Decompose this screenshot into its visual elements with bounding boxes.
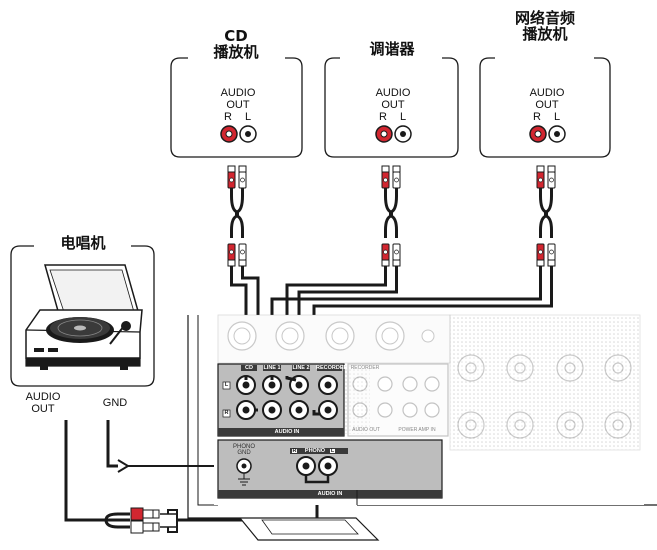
power-amp-section <box>347 363 449 437</box>
turntable-audio-out-label: AUDIO OUT <box>25 391 61 415</box>
phono-r-label: R <box>292 448 297 454</box>
network-player-title: 网络音频 播放机 <box>514 9 575 43</box>
input-cd-label: CD <box>245 364 253 371</box>
network-audio-out-label: AUDIO OUT <box>529 87 565 111</box>
turntable-gnd-label: GND <box>102 397 128 409</box>
cd-l-label: L <box>244 111 252 123</box>
tuner-audio-out-label: AUDIO OUT <box>375 87 411 111</box>
cd-audio-out-label: AUDIO OUT <box>220 87 256 111</box>
tuner-l-label: L <box>399 111 407 123</box>
cd-r-label: R <box>224 111 232 123</box>
network-player-box <box>479 57 611 158</box>
xlr-row <box>217 314 451 364</box>
cd-rca-cable <box>227 165 247 267</box>
tuner-output-jacks <box>375 125 412 143</box>
input-line1-label: LINE 1 <box>263 364 281 371</box>
cd-player-title: CD 播放机 <box>213 27 259 61</box>
turntable-title: 电唱机 <box>60 234 106 252</box>
audio-out-label: AUDIO OUT <box>352 427 380 433</box>
network-r-label: R <box>533 111 541 123</box>
receiver-panel <box>187 314 657 541</box>
phono-gnd-terminal <box>236 458 252 486</box>
network-output-jacks <box>529 125 566 143</box>
network-rca-cable <box>536 165 556 267</box>
cd-output-jacks <box>220 125 257 143</box>
cd-player-box <box>170 57 303 158</box>
audio-in-label: AUDIO IN <box>274 428 300 435</box>
input-recorder-label: RECORDER <box>316 364 348 371</box>
tuner-box <box>324 57 459 158</box>
audio-in-r-label: R <box>224 410 229 416</box>
phono-gnd-label: PHONO GND <box>232 444 255 456</box>
input-line2-label: LINE 2 <box>292 364 310 371</box>
jack-plug-ends <box>244 376 320 416</box>
turntable-box <box>10 245 155 387</box>
audio-in-jacks <box>236 375 338 420</box>
audio-in-l-label: L <box>224 382 229 388</box>
recorder-out-label: RECORDER <box>350 365 380 371</box>
speaker-terminals <box>457 354 632 439</box>
tuner-title: 调谐器 <box>369 40 415 58</box>
phono-label: PHONO <box>304 448 326 454</box>
phono-audio-in-label: AUDIO IN <box>317 490 343 497</box>
network-l-label: L <box>553 111 561 123</box>
turntable-icon <box>25 264 143 370</box>
phono-l-label: L <box>330 448 335 454</box>
power-amp-in-label: POWER AMP IN <box>398 427 436 433</box>
tuner-r-label: R <box>379 111 387 123</box>
tuner-rca-cable <box>381 165 401 267</box>
